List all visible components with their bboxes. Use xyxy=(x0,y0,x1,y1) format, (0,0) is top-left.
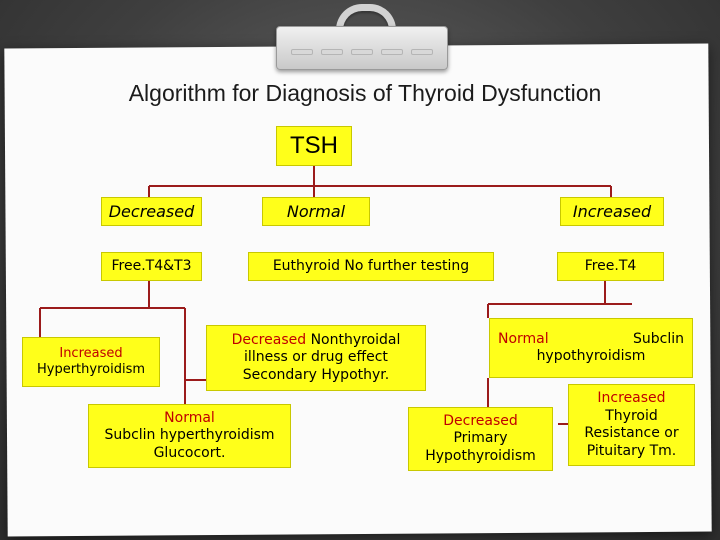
free-t4-label: Free.T4 xyxy=(584,257,637,274)
primary-hypo-node: Decreased Primary Hypothyroidism xyxy=(408,407,553,471)
tsh-label: TSH xyxy=(290,132,338,159)
resistance-line2: Resistance or xyxy=(584,425,679,441)
euthyroid-node: Euthyroid No further testing xyxy=(248,252,494,281)
nonthyroidal-line1: Nonthyroidal xyxy=(306,331,401,348)
normal-label: Normal xyxy=(286,201,346,221)
nonthyroidal-line2: illness or drug effect xyxy=(244,349,388,366)
normal-node: Normal xyxy=(262,197,370,226)
paper-clip-icon xyxy=(276,26,448,70)
clip-ring-icon xyxy=(336,4,396,41)
euthyroid-label: Euthyroid No further testing xyxy=(272,257,470,274)
increased-label: Increased xyxy=(572,201,652,221)
subclin-hypo-line1: Subclin xyxy=(633,330,684,347)
resistance-highlight: Increased xyxy=(597,390,666,406)
decreased-label: Decreased xyxy=(108,201,195,221)
subclin-hyper-highlight: Normal xyxy=(164,409,215,426)
primary-hypo-line2: Hypothyroidism xyxy=(425,447,536,464)
subclin-hypo-line2: hypothyroidism xyxy=(536,348,646,364)
primary-hypo-highlight: Decreased xyxy=(443,412,518,429)
subclin-hyper-line1: Subclin hyperthyroidism xyxy=(104,427,275,444)
increased-node: Increased xyxy=(560,197,664,226)
subclin-hypo-node: Normal Subclin hypothyroidism xyxy=(489,318,693,378)
resistance-line3: Pituitary Tm. xyxy=(586,442,677,459)
nonthyroidal-highlight: Decreased xyxy=(231,331,307,348)
free-t4-t3-label: Free.T4&T3 xyxy=(111,257,192,274)
subclin-hyper-node: Normal Subclin hyperthyroidism Glucocort… xyxy=(88,404,291,468)
resistance-line1: Thyroid xyxy=(605,407,658,424)
diagram-title: Algorithm for Diagnosis of Thyroid Dysfu… xyxy=(128,80,602,106)
hyper-text: Hyperthyroidism xyxy=(36,362,146,377)
free-t4-node: Free.T4 xyxy=(557,252,664,281)
tsh-node: TSH xyxy=(276,126,352,166)
subclin-hypo-highlight: Normal xyxy=(498,330,549,347)
nonthyroidal-node: Decreased Nonthyroidal illness or drug e… xyxy=(206,325,426,391)
nonthyroidal-line3: Secondary Hypothyr. xyxy=(242,366,390,383)
primary-hypo-line1: Primary xyxy=(453,430,508,447)
hyper-highlight: Increased xyxy=(59,345,123,361)
hyperthyroidism-node: Increased Hyperthyroidism xyxy=(22,337,160,387)
decreased-node: Decreased xyxy=(101,197,202,226)
resistance-node: Increased Thyroid Resistance or Pituitar… xyxy=(568,384,695,466)
free-t4-t3-node: Free.T4&T3 xyxy=(101,252,202,281)
subclin-hyper-line2: Glucocort. xyxy=(153,444,226,461)
